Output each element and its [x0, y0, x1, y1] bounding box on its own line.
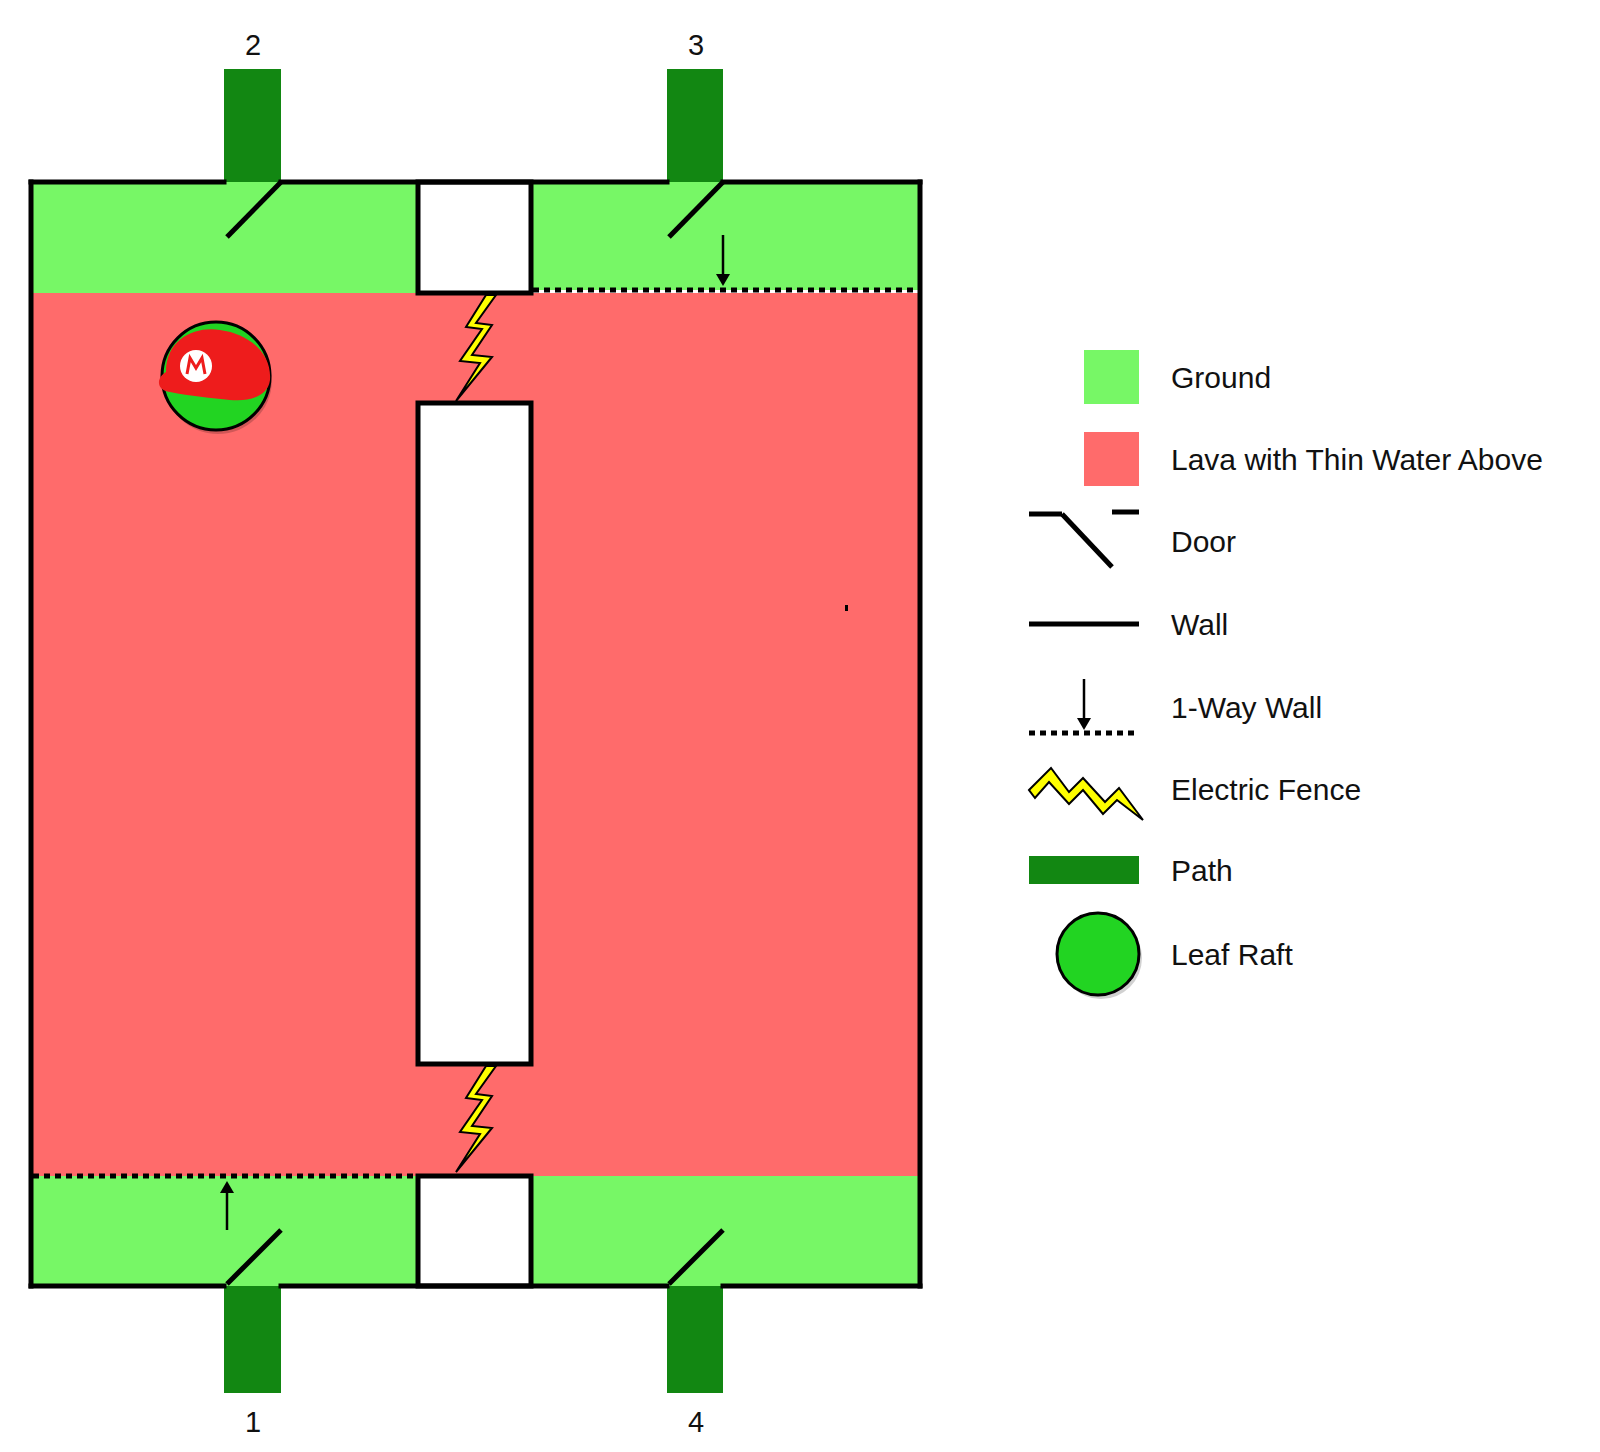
leaf-raft-symbol [1057, 913, 1142, 999]
callout-number: 4 [688, 1407, 704, 1439]
legend-label: Path [1171, 854, 1233, 887]
wall-block [418, 403, 531, 1064]
ground-area [531, 182, 920, 290]
wall-block [418, 1176, 531, 1286]
one-way-wall-symbol [1029, 679, 1139, 733]
legend-label: Electric Fence [1171, 773, 1361, 806]
callout-number: 1 [245, 1407, 261, 1439]
path [224, 1286, 281, 1393]
wall-symbol [1029, 622, 1139, 627]
wall-block [418, 182, 531, 293]
legend-swatch [1084, 432, 1139, 486]
path [667, 1286, 723, 1393]
door-symbol [1029, 512, 1139, 567]
electric-fence-symbol [1029, 768, 1143, 820]
legend-label: Leaf Raft [1171, 938, 1293, 971]
ground-area [531, 1176, 920, 1286]
legend-label: Door [1171, 525, 1236, 558]
speck [845, 605, 848, 611]
outer-wall [31, 182, 920, 1286]
lava-area [31, 293, 920, 1176]
legend-swatch [1029, 856, 1139, 884]
ground-area [31, 1176, 418, 1286]
legend-swatch [1084, 350, 1139, 404]
callout-number: 3 [688, 30, 704, 62]
legend-label: 1-Way Wall [1171, 691, 1322, 724]
ground-area [31, 182, 418, 293]
leaf-raft-with-mario [159, 322, 272, 434]
legend-label: Lava with Thin Water Above [1171, 443, 1543, 476]
path [224, 69, 281, 182]
door [227, 182, 723, 1284]
electric-fence [456, 295, 496, 401]
one-way-wall [33, 235, 918, 1230]
path [667, 69, 723, 182]
electric-fence [456, 1066, 496, 1172]
legend-label: Ground [1171, 361, 1271, 394]
callout-number: 2 [245, 30, 261, 62]
legend-label: Wall [1171, 608, 1228, 641]
